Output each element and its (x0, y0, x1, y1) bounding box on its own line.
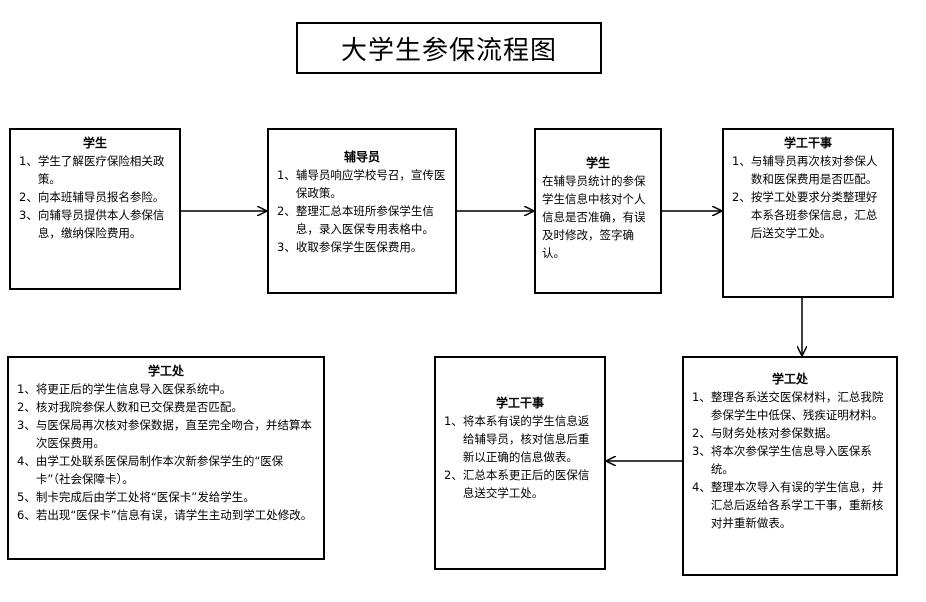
list-item: 1、与辅导员再次核对参保人数和医保费用是否匹配。 (732, 152, 884, 188)
list-item: 6、若出现“医保卡”信息有误，请学生主动到学工处修改。 (17, 506, 315, 524)
list-item: 3、与医保局再次核对参保数据，直至完全吻合，并结算本次医保费用。 (17, 416, 315, 452)
item-text: 整理各系送交医保材料，汇总我院参保学生中低保、残疾证明材料。 (710, 390, 884, 422)
step-text: 在辅导员统计的参保学生信息中核对个人信息是否准确，有误及时修改，签字确认。 (542, 174, 646, 260)
item-text: 整理汇总本班所参保学生信息，录入医保专用表格中。 (295, 204, 434, 236)
list-item: 3、收取参保学生医保费用。 (277, 238, 447, 256)
item-number: 3、 (17, 418, 36, 432)
step-box-counselor: 辅导员 1、辅导员响应学校号召，宣传医保政策。 2、整理汇总本班所参保学生信息，… (267, 128, 457, 294)
item-text: 汇总本系更正后的医保信息送交学工处。 (462, 468, 590, 500)
list-item: 2、与财务处核对参保数据。 (692, 424, 888, 442)
item-number: 4、 (692, 480, 711, 494)
item-number: 6、 (17, 508, 36, 522)
item-number: 2、 (444, 468, 463, 482)
item-text: 与辅导员再次核对参保人数和医保费用是否匹配。 (750, 154, 878, 186)
diagram-title: 大学生参保流程图 (340, 35, 557, 66)
list-item: 4、整理本次导入有误的学生信息，并汇总后返给各系学工干事，重新核对并重新做表。 (692, 478, 888, 532)
item-text: 核对我院参保人数和已交保费是否匹配。 (35, 400, 243, 414)
item-number: 3、 (692, 444, 711, 458)
item-text: 向辅导员提供本人参保信息，缴纳保险费用。 (37, 208, 165, 240)
list-item: 5、制卡完成后由学工处将“医保卡”发给学生。 (17, 488, 315, 506)
item-number: 1、 (277, 168, 296, 182)
item-text: 与财务处核对参保数据。 (710, 426, 838, 440)
item-text: 辅导员响应学校号召，宣传医保政策。 (295, 168, 446, 200)
step-heading: 辅导员 (343, 150, 380, 164)
item-number: 2、 (17, 400, 36, 414)
list-item: 1、辅导员响应学校号召，宣传医保政策。 (277, 166, 447, 202)
step-list: 1、辅导员响应学校号召，宣传医保政策。 2、整理汇总本班所参保学生信息，录入医保… (277, 166, 447, 256)
item-text: 收取参保学生医保费用。 (295, 240, 423, 254)
list-item: 2、核对我院参保人数和已交保费是否匹配。 (17, 398, 315, 416)
step-box-affairs-office-final: 学工处 1、将更正后的学生信息导入医保系统中。 2、核对我院参保人数和已交保费是… (7, 356, 325, 560)
diagram-title-box: 大学生参保流程图 (296, 22, 602, 74)
item-text: 由学工处联系医保局制作本次新参保学生的“医保卡”（社会保障卡）。 (35, 454, 284, 486)
list-item: 2、按学工处要求分类整理好本系各班参保信息，汇总后送交学工处。 (732, 188, 884, 242)
list-item: 1、将本系有误的学生信息返给辅导员，核对信息后重新以正确的信息做表。 (444, 412, 596, 466)
item-number: 2、 (732, 190, 751, 204)
item-number: 1、 (17, 382, 36, 396)
list-item: 2、向本班辅导员报名参险。 (19, 188, 171, 206)
step-heading: 学工干事 (783, 136, 832, 150)
item-number: 2、 (277, 204, 296, 218)
item-text: 制卡完成后由学工处将“医保卡”发给学生。 (35, 490, 255, 504)
item-number: 3、 (277, 240, 296, 254)
item-text: 整理本次导入有误的学生信息，并汇总后返给各系学工干事，重新核对并重新做表。 (710, 480, 884, 530)
item-text: 与医保局再次核对参保数据，直至完全吻合，并结算本次医保费用。 (35, 418, 312, 450)
step-heading: 学工处 (147, 364, 184, 378)
step-box-student: 学生 1、学生了解医疗保险相关政策。 2、向本班辅导员报名参险。 3、向辅导员提… (9, 128, 181, 290)
item-number: 2、 (692, 426, 711, 440)
step-box-affairs-officer: 学工干事 1、与辅导员再次核对参保人数和医保费用是否匹配。 2、按学工处要求分类… (722, 128, 894, 298)
item-number: 2、 (19, 190, 38, 204)
list-item: 4、由学工处联系医保局制作本次新参保学生的“医保卡”（社会保障卡）。 (17, 452, 315, 488)
item-number: 1、 (19, 154, 38, 168)
step-list: 1、与辅导员再次核对参保人数和医保费用是否匹配。 2、按学工处要求分类整理好本系… (732, 152, 884, 242)
step-list: 1、学生了解医疗保险相关政策。 2、向本班辅导员报名参险。 3、向辅导员提供本人… (19, 152, 171, 242)
item-text: 学生了解医疗保险相关政策。 (37, 154, 165, 186)
item-text: 将本次参保学生信息导入医保系统。 (710, 444, 872, 476)
step-box-student-verify: 学生 在辅导员统计的参保学生信息中核对个人信息是否准确，有误及时修改，签字确认。 (534, 128, 662, 294)
step-box-affairs-officer-fix: 学工干事 1、将本系有误的学生信息返给辅导员，核对信息后重新以正确的信息做表。 … (434, 356, 606, 570)
step-list: 1、将本系有误的学生信息返给辅导员，核对信息后重新以正确的信息做表。 2、汇总本… (444, 412, 596, 502)
item-number: 1、 (692, 390, 711, 404)
item-number: 5、 (17, 490, 36, 504)
list-item: 2、整理汇总本班所参保学生信息，录入医保专用表格中。 (277, 202, 447, 238)
list-item: 2、汇总本系更正后的医保信息送交学工处。 (444, 466, 596, 502)
item-number: 1、 (732, 154, 751, 168)
step-list: 1、整理各系送交医保材料，汇总我院参保学生中低保、残疾证明材料。 2、与财务处核… (692, 388, 888, 532)
item-number: 3、 (19, 208, 38, 222)
step-heading: 学生 (585, 156, 610, 170)
list-item: 1、将更正后的学生信息导入医保系统中。 (17, 380, 315, 398)
step-list: 1、将更正后的学生信息导入医保系统中。 2、核对我院参保人数和已交保费是否匹配。… (17, 380, 315, 524)
item-text: 将更正后的学生信息导入医保系统中。 (35, 382, 232, 396)
list-item: 3、向辅导员提供本人参保信息，缴纳保险费用。 (19, 206, 171, 242)
item-number: 4、 (17, 454, 36, 468)
list-item: 3、将本次参保学生信息导入医保系统。 (692, 442, 888, 478)
step-heading: 学工干事 (495, 396, 544, 410)
item-text: 向本班辅导员报名参险。 (37, 190, 165, 204)
list-item: 1、学生了解医疗保险相关政策。 (19, 152, 171, 188)
item-text: 按学工处要求分类整理好本系各班参保信息，汇总后送交学工处。 (750, 190, 878, 240)
step-heading: 学工处 (771, 372, 808, 386)
item-text: 将本系有误的学生信息返给辅导员，核对信息后重新以正确的信息做表。 (462, 414, 590, 464)
list-item: 1、整理各系送交医保材料，汇总我院参保学生中低保、残疾证明材料。 (692, 388, 888, 424)
item-text: 若出现“医保卡”信息有误，请学生主动到学工处修改。 (35, 508, 313, 522)
step-heading: 学生 (82, 136, 107, 150)
step-box-affairs-office: 学工处 1、整理各系送交医保材料，汇总我院参保学生中低保、残疾证明材料。 2、与… (682, 356, 898, 576)
item-number: 1、 (444, 414, 463, 428)
